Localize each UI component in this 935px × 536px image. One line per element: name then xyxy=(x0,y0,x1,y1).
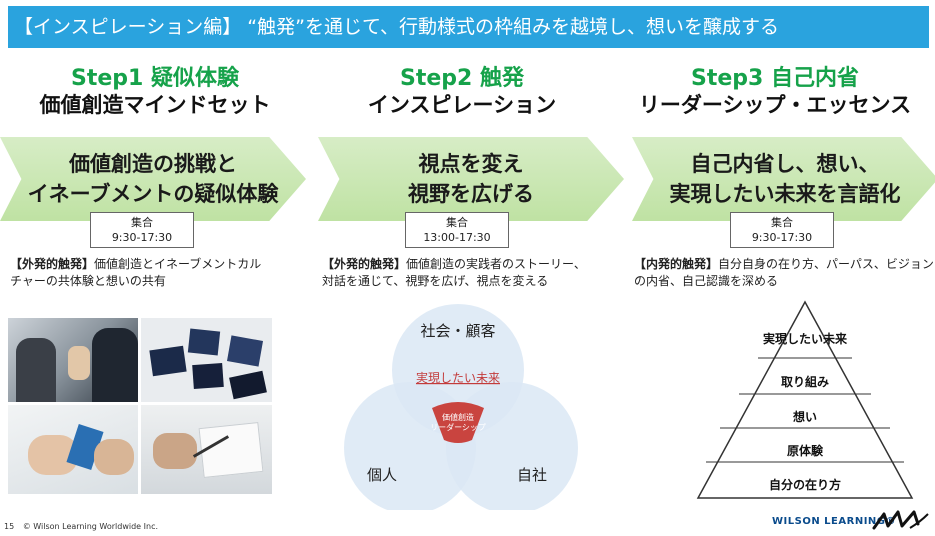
photo-cards-on-table xyxy=(141,318,272,402)
step1-subtitle: 価値創造マインドセット xyxy=(39,93,271,117)
step3-time-head: 集合 xyxy=(771,216,793,229)
pyramid-diagram xyxy=(696,300,914,499)
step3-desc-tag: 【内発的触発】 xyxy=(634,257,719,271)
venn-core-line1: 価値創造 xyxy=(442,412,474,422)
step2-header: Step2 触発 インスピレーション xyxy=(312,66,612,118)
copyright-text: © Wilson Learning Worldwide Inc. xyxy=(22,522,159,531)
page-number: 15 xyxy=(4,522,15,531)
venn-circle-company xyxy=(446,382,578,510)
step1-chevron-text: 価値創造の挑戦と イネーブメントの疑似体験 xyxy=(27,152,279,206)
photo-collage xyxy=(8,318,272,494)
venn-label-left: 個人 xyxy=(367,466,397,484)
step1-desc-tag: 【外発的触発】 xyxy=(10,257,95,271)
photo-people-talking xyxy=(8,318,138,402)
pyramid-level-3: 想い xyxy=(792,410,817,424)
footer-left: 15 © Wilson Learning Worldwide Inc. xyxy=(4,522,158,531)
pyramid-outline xyxy=(696,300,914,499)
step1-chevron: 価値創造の挑戦と イネーブメントの疑似体験 xyxy=(0,137,306,221)
step2-desc-tag: 【外発的触発】 xyxy=(322,257,407,271)
company-logo: WILSON LEARNING® xyxy=(772,516,896,527)
step3-description: 【内発的触発】自分自身の在り方、パーパス、ビジョン の内省、自己認識を深める xyxy=(634,256,934,290)
step2-label: Step2 触発 xyxy=(400,66,524,91)
step1-time: 9:30-17:30 xyxy=(111,231,173,244)
step2-time: 13:00-17:30 xyxy=(423,231,491,244)
step3-desc-body: 自分自身の在り方、パーパス、ビジョン xyxy=(718,257,934,271)
step2-desc-line2: 対話を通じて、視野を広げ、視点を変える xyxy=(322,274,549,288)
venn-label-top: 社会・顧客 xyxy=(420,322,495,340)
step1-time-head: 集合 xyxy=(131,216,153,229)
pyramid-level-4: 原体験 xyxy=(786,444,823,458)
venn-label-center: 実現したい未来 xyxy=(416,370,500,385)
step2-description: 【外発的触発】価値創造の実践者のストーリー、 対話を通じて、視野を広げ、視点を変… xyxy=(322,256,622,290)
slide-title: 【インスピレーション編】 “触発”を通じて、行動様式の枠組みを越境し、想いを醸成… xyxy=(8,6,929,48)
pyramid-level-1: 実現したい未来 xyxy=(762,332,847,346)
step2-desc-body: 価値創造の実践者のストーリー、 xyxy=(406,257,586,271)
step2-time-box: 集合 13:00-17:30 xyxy=(405,212,509,248)
step3-time: 9:30-17:30 xyxy=(751,231,813,244)
logo-swoosh-icon xyxy=(872,510,929,530)
step2-chevron: 視点を変え 視野を広げる xyxy=(318,137,624,221)
step3-label: Step3 自己内省 xyxy=(691,66,859,91)
venn-core-line2: リーダーシップ xyxy=(430,422,486,432)
step1-label: Step1 疑似体験 xyxy=(71,66,239,91)
step1-time-box: 集合 9:30-17:30 xyxy=(90,212,194,248)
step2-subtitle: インスピレーション xyxy=(367,93,557,117)
photo-hands-holding-card xyxy=(8,405,138,494)
venn-diagram: 社会・顧客 実現したい未来 価値創造 リーダーシップ 個人 自社 xyxy=(344,304,578,510)
company-logo-text: WILSON LEARNING® xyxy=(772,516,896,527)
pyramid-level-2: 取り組み xyxy=(780,375,829,389)
pyramid-level-5: 自分の在り方 xyxy=(768,478,841,492)
step3-desc-line2: の内省、自己認識を深める xyxy=(634,274,779,288)
step3-chevron: 自己内省し、想い、 実現したい未来を言語化 xyxy=(632,137,935,221)
step3-time-box: 集合 9:30-17:30 xyxy=(730,212,834,248)
venn-label-right: 自社 xyxy=(517,466,547,484)
venn-core-shape xyxy=(432,402,484,443)
step2-time-head: 集合 xyxy=(446,216,468,229)
photo-pen-and-paper xyxy=(141,405,272,494)
step1-header: Step1 疑似体験 価値創造マインドセット xyxy=(5,66,305,118)
step1-desc-body: 価値創造とイネーブメントカル xyxy=(94,257,262,271)
step3-header: Step3 自己内省 リーダーシップ・エッセンス xyxy=(625,66,925,118)
step1-desc-line2: チャーの共体験と想いの共有 xyxy=(10,274,166,288)
step3-chevron-text: 自己内省し、想い、 実現したい未来を言語化 xyxy=(669,152,901,206)
step3-subtitle: リーダーシップ・エッセンス xyxy=(638,93,912,117)
step2-chevron-text: 視点を変え 視野を広げる xyxy=(408,152,534,206)
step1-description: 【外発的触発】価値創造とイネーブメントカル チャーの共体験と想いの共有 xyxy=(10,256,300,290)
